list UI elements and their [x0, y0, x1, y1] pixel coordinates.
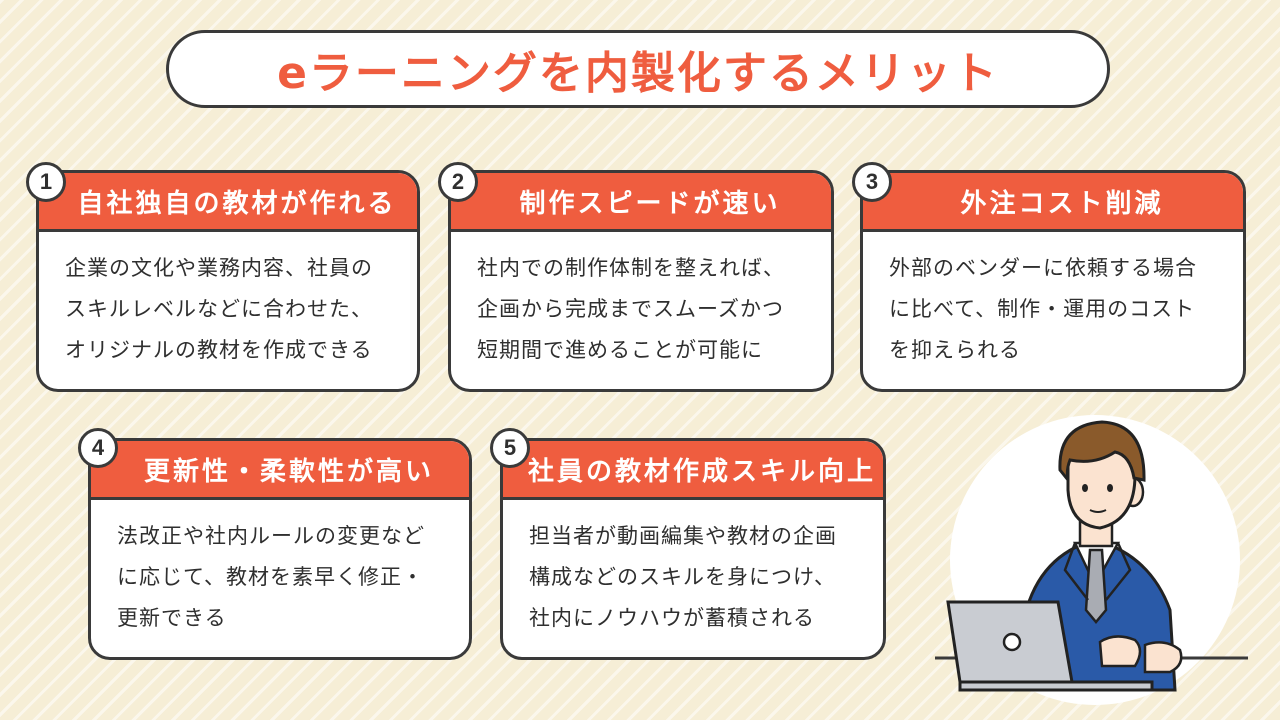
merit-card-line: 構成などのスキルを身につけ、 — [529, 565, 836, 589]
merit-card-heading: 制作スピードが速い — [519, 188, 781, 219]
merit-card-header: 外注コスト削減 — [863, 173, 1243, 232]
merit-card-body: 社内での制作体制を整えれば、 企画から完成までスムーズかつ 短期間で進めることが… — [451, 232, 831, 371]
merit-number-badge: 2 — [438, 162, 478, 202]
merit-card-4: 更新性・柔軟性が高い 法改正や社内ルールの変更など に応じて、教材を素早く修正・… — [88, 438, 472, 660]
merit-card-line: 短期間で進めることが可能に — [477, 338, 763, 362]
merit-card-line: 社内にノウハウが蓄積される — [529, 606, 815, 630]
merit-card-header: 制作スピードが速い — [451, 173, 831, 232]
businessman-with-laptop-icon — [930, 410, 1250, 710]
merit-card-line: を抑えられる — [889, 338, 1021, 362]
merit-card-line: 担当者が動画編集や教材の企画 — [529, 524, 837, 548]
page-title: eラーニングを内製化するメリット — [277, 48, 999, 99]
merit-card-line: 企業の文化や業務内容、社員の — [65, 256, 373, 280]
merit-number-badge: 3 — [852, 162, 892, 202]
merit-card-heading: 外注コスト削減 — [960, 188, 1164, 219]
merit-card-header: 社員の教材作成スキル向上 — [503, 441, 883, 500]
title-banner: eラーニングを内製化するメリット — [166, 30, 1110, 108]
merit-card-line: に応じて、教材を素早く修正・ — [117, 565, 424, 589]
merit-card-header: 更新性・柔軟性が高い — [91, 441, 469, 500]
merit-number-badge: 1 — [26, 162, 66, 202]
merit-card-line: オリジナルの教材を作成できる — [65, 338, 373, 362]
merit-card-body: 企業の文化や業務内容、社員の スキルレベルなどに合わせた、 オリジナルの教材を作… — [39, 232, 417, 371]
merit-card-heading: 社員の教材作成スキル向上 — [527, 456, 876, 487]
merit-card-line: 企画から完成までスムーズかつ — [477, 297, 784, 321]
merit-card-line: 外部のベンダーに依頼する場合 — [889, 256, 1197, 280]
merit-card-line: 法改正や社内ルールの変更など — [117, 524, 425, 548]
merit-card-line: に比べて、制作・運用のコスト — [889, 297, 1196, 321]
merit-card-body: 法改正や社内ルールの変更など に応じて、教材を素早く修正・ 更新できる — [91, 500, 469, 639]
merit-card-line: 更新できる — [117, 606, 227, 630]
merit-card-1: 自社独自の教材が作れる 企業の文化や業務内容、社員の スキルレベルなどに合わせた… — [36, 170, 420, 392]
merit-card-heading: 自社独自の教材が作れる — [77, 188, 397, 219]
merit-card-body: 外部のベンダーに依頼する場合 に比べて、制作・運用のコスト を抑えられる — [863, 232, 1243, 371]
merit-card-line: スキルレベルなどに合わせた、 — [65, 297, 373, 321]
merit-card-body: 担当者が動画編集や教材の企画 構成などのスキルを身につけ、 社内にノウハウが蓄積… — [503, 500, 883, 639]
merit-card-heading: 更新性・柔軟性が高い — [143, 456, 434, 487]
merit-card-3: 外注コスト削減 外部のベンダーに依頼する場合 に比べて、制作・運用のコスト を抑… — [860, 170, 1246, 392]
merit-card-line: 社内での制作体制を整えれば、 — [477, 256, 785, 280]
merit-number-badge: 5 — [490, 428, 530, 468]
merit-card-header: 自社独自の教材が作れる — [39, 173, 417, 232]
merit-card-5: 社員の教材作成スキル向上 担当者が動画編集や教材の企画 構成などのスキルを身につ… — [500, 438, 886, 660]
merit-number-badge: 4 — [78, 428, 118, 468]
merit-card-2: 制作スピードが速い 社内での制作体制を整えれば、 企画から完成までスムーズかつ … — [448, 170, 834, 392]
